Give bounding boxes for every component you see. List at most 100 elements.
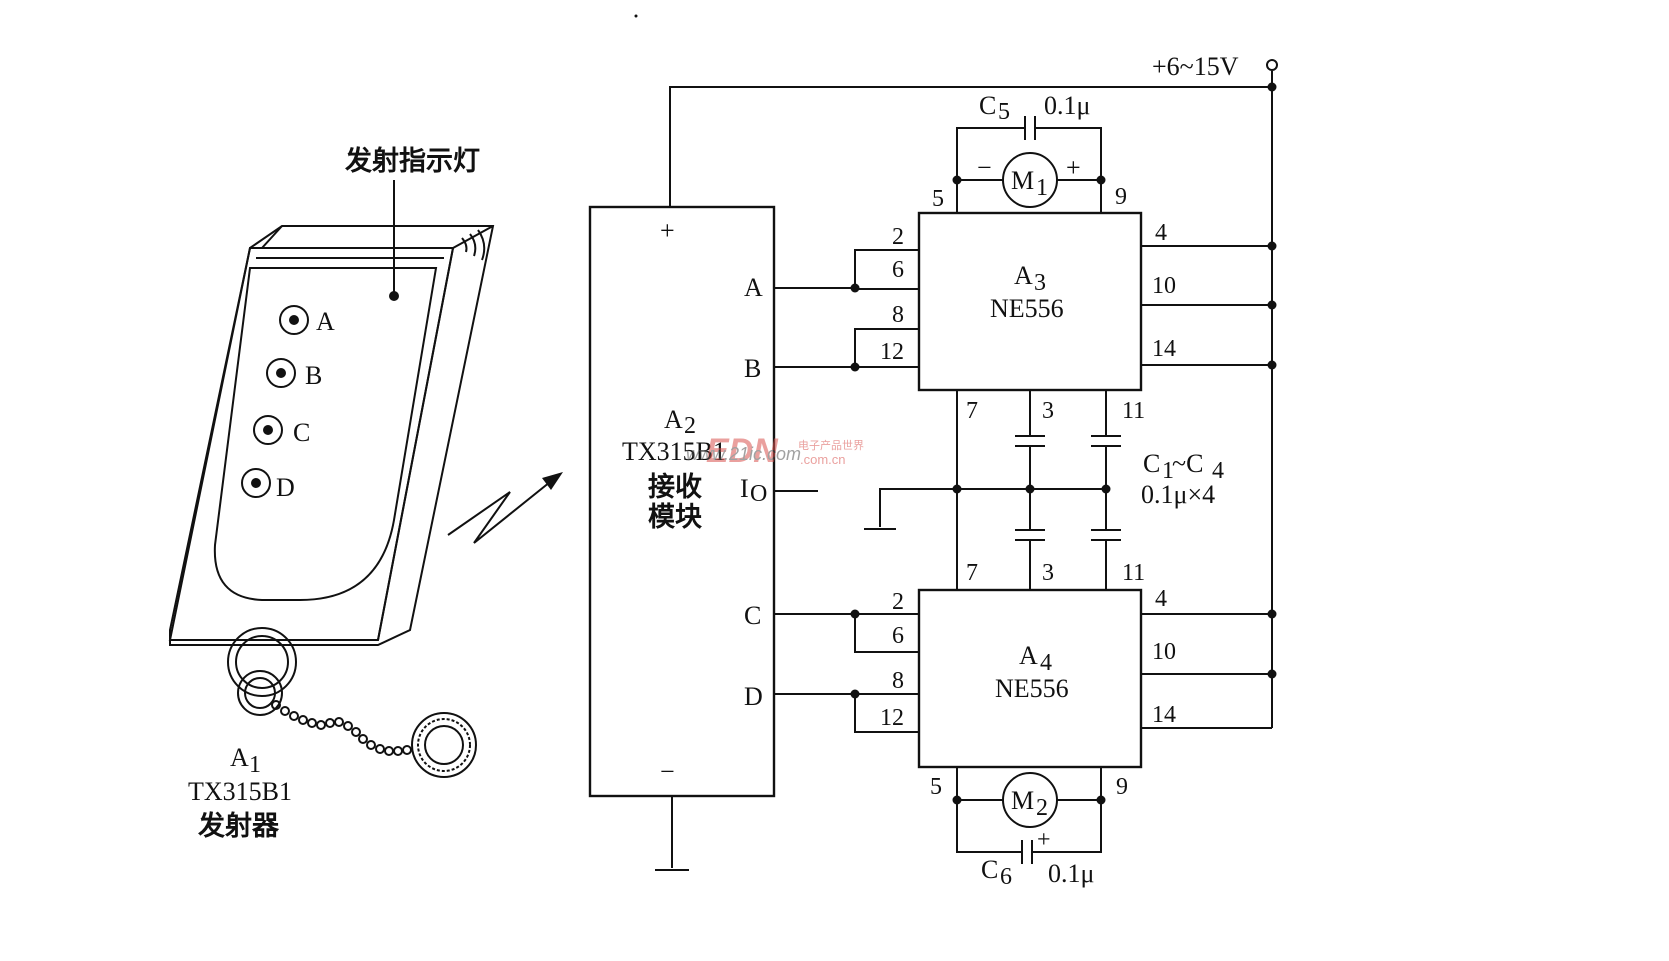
- receiver-out-c: C: [744, 601, 761, 630]
- receiver-module: [588, 205, 776, 798]
- cap-c6-ref: C 6: [981, 855, 1012, 890]
- transmitter-ref: A 1: [230, 743, 261, 778]
- svg-text:C: C: [979, 91, 996, 120]
- motor-m1-neg: −: [977, 153, 992, 182]
- a3-pin-12: 12: [880, 339, 904, 365]
- a4-pin-4: 4: [1155, 586, 1167, 612]
- key-ring-icon: [227, 627, 297, 697]
- a3-pin-3: 3: [1042, 398, 1054, 424]
- button-b-icon: [266, 358, 296, 388]
- button-c-label: C: [293, 418, 310, 447]
- a4-pin-11: 11: [1122, 560, 1145, 586]
- a3-pin-2: 2: [892, 224, 904, 250]
- watermark-cn: 电子产品世界: [798, 438, 864, 452]
- motor-m1-icon: [1002, 152, 1058, 208]
- receiver-out-b: B: [744, 354, 761, 383]
- svg-text:M: M: [1011, 166, 1034, 195]
- cap-c1-c4-value: 0.1μ×4: [1141, 480, 1215, 509]
- motor-m1-pos: +: [1066, 153, 1081, 182]
- cap-c6-value: 0.1μ: [1048, 859, 1094, 888]
- receiver-minus: −: [660, 757, 675, 786]
- svg-text:2: 2: [1036, 795, 1048, 821]
- supply-terminal-icon: [1266, 59, 1278, 71]
- key-fob-icon: [411, 712, 477, 778]
- svg-text:C: C: [1143, 449, 1160, 478]
- receiver-name-1: 接收: [648, 472, 702, 503]
- indicator-label: 发射指示灯: [344, 145, 480, 177]
- cap-c6-pos: +: [1037, 827, 1051, 853]
- svg-text:6: 6: [1000, 864, 1012, 890]
- receiver-out-d: D: [744, 682, 763, 711]
- svg-text:5: 5: [998, 99, 1010, 125]
- button-d-icon: [241, 468, 271, 498]
- a4-pin-3: 3: [1042, 560, 1054, 586]
- svg-text:A: A: [230, 743, 249, 772]
- svg-text:O: O: [750, 481, 767, 507]
- watermark-url: www.21ic.com: [686, 444, 801, 464]
- chip-a3: [917, 211, 1143, 392]
- motor-m2-icon: [1002, 772, 1058, 828]
- a3-pin-11: 11: [1122, 398, 1145, 424]
- watermark: EDN www.21ic.com 电子产品世界 .com.cn: [686, 432, 864, 470]
- svg-text:C: C: [981, 855, 998, 884]
- motor-m2-label: M 2: [1011, 786, 1048, 821]
- receiver-ref: A 2: [664, 405, 696, 439]
- a4-pin-7: 7: [966, 560, 978, 586]
- cap-c1-c4-icon: [1015, 435, 1121, 541]
- a4-pin-8: 8: [892, 668, 904, 694]
- a3-pin-9: 9: [1115, 184, 1127, 210]
- a4-pin-9: 9: [1116, 774, 1128, 800]
- motor-m1-label: M 1: [1011, 166, 1048, 201]
- supply-label: +6~15V: [1152, 52, 1239, 81]
- receiver-io-label: I O: [740, 474, 767, 507]
- a3-pin-8: 8: [892, 302, 904, 328]
- svg-text:A: A: [1014, 261, 1033, 290]
- svg-text:1: 1: [249, 752, 261, 778]
- chip-a4: [917, 588, 1143, 769]
- watermark-domain: .com.cn: [800, 452, 846, 467]
- a4-pin-2: 2: [892, 589, 904, 615]
- svg-text:4: 4: [1040, 650, 1052, 676]
- a4-pin-14: 14: [1152, 702, 1176, 728]
- svg-text:4: 4: [1212, 458, 1224, 484]
- a3-pin-10: 10: [1152, 273, 1176, 299]
- a3-pin-6: 6: [892, 257, 904, 283]
- receiver-plus: +: [660, 216, 675, 245]
- transmitter-model: TX315B1: [188, 777, 292, 806]
- receiver-name-2: 模块: [648, 502, 703, 533]
- a3-pin-5: 5: [932, 186, 944, 212]
- indicator-led: [389, 291, 399, 301]
- button-a-icon: [279, 305, 309, 335]
- rf-link-icon: [447, 472, 563, 544]
- bead-chain-icon: [271, 700, 412, 756]
- a4-pin-12: 12: [880, 705, 904, 731]
- button-a-label: A: [316, 307, 335, 336]
- a4-pin-5: 5: [930, 774, 942, 800]
- svg-text:1: 1: [1162, 458, 1174, 484]
- chip-a4-ref: A 4: [1019, 641, 1052, 676]
- button-c-icon: [253, 415, 283, 445]
- transmitter-name: 发射器: [197, 810, 280, 842]
- svg-text:A: A: [1019, 641, 1038, 670]
- chip-a4-model: NE556: [995, 674, 1069, 703]
- cap-c1-c4-label: C 1 ~C 4: [1143, 449, 1224, 484]
- svg-text:I: I: [740, 474, 749, 503]
- a4-pin-10: 10: [1152, 639, 1176, 665]
- a4-pin-6: 6: [892, 623, 904, 649]
- svg-text:2: 2: [684, 413, 696, 439]
- svg-text:3: 3: [1034, 270, 1046, 296]
- chip-a3-ref: A 3: [1014, 261, 1046, 296]
- svg-text:M: M: [1011, 786, 1034, 815]
- button-b-label: B: [305, 361, 322, 390]
- svg-text:~C: ~C: [1172, 449, 1203, 478]
- chip-a3-model: NE556: [990, 294, 1064, 323]
- cap-c5-ref: C 5: [979, 91, 1010, 125]
- svg-text:1: 1: [1036, 175, 1048, 201]
- a3-pin-4: 4: [1155, 220, 1167, 246]
- cap-c5-value: 0.1μ: [1044, 91, 1090, 120]
- watermark-logo: EDN: [706, 432, 779, 470]
- button-d-label: D: [276, 473, 295, 502]
- a3-pin-7: 7: [966, 398, 978, 424]
